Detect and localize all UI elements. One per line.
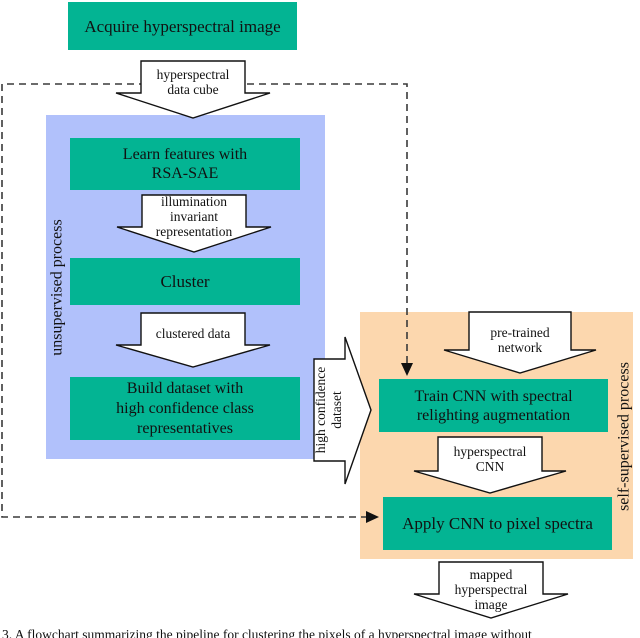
unsupervised-process-label: unsupervised process <box>48 219 66 356</box>
train-cnn-box: Train CNN with spectral relighting augme… <box>379 379 608 432</box>
arrow-pretrained <box>443 311 597 374</box>
build-dataset-box: Build dataset with high confidence class… <box>70 377 300 440</box>
cluster-box: Cluster <box>70 258 300 305</box>
learn-features-box: Learn features with RSA-SAE <box>70 138 300 190</box>
arrow-hyperspectral-cnn <box>413 436 567 494</box>
high-confidence-dataset-label: high confidence dataset <box>313 366 344 454</box>
dashed-arrowhead-right-icon <box>366 511 379 523</box>
hyperspectral-cnn-label: hyperspectral CNN <box>453 444 527 474</box>
arrow-high-confidence <box>313 336 372 485</box>
arrow-clustered-data <box>115 312 271 368</box>
figure-caption: 3. A flowchart summarizing the pipeline … <box>2 627 532 638</box>
acquire-image-box: Acquire hyperspectral image <box>68 2 297 50</box>
pretrained-network-label: pre-trained network <box>490 325 550 355</box>
illumination-label: illumination invariant representation <box>155 194 233 239</box>
clustered-data-label: clustered data <box>155 326 231 341</box>
arrow-mapped-image <box>413 561 569 619</box>
arrow-data-cube <box>115 60 271 119</box>
self-supervised-process-label: self-supervised process <box>615 362 633 511</box>
arrow-illumination <box>116 194 272 253</box>
data-cube-label: hyperspectral data cube <box>156 67 230 97</box>
mapped-image-label: mapped hyperspectral image <box>454 567 528 612</box>
dashed-connector-path <box>1 83 408 518</box>
apply-cnn-box: Apply CNN to pixel spectra <box>383 497 612 550</box>
dashed-arrowhead-down-icon <box>401 363 413 376</box>
